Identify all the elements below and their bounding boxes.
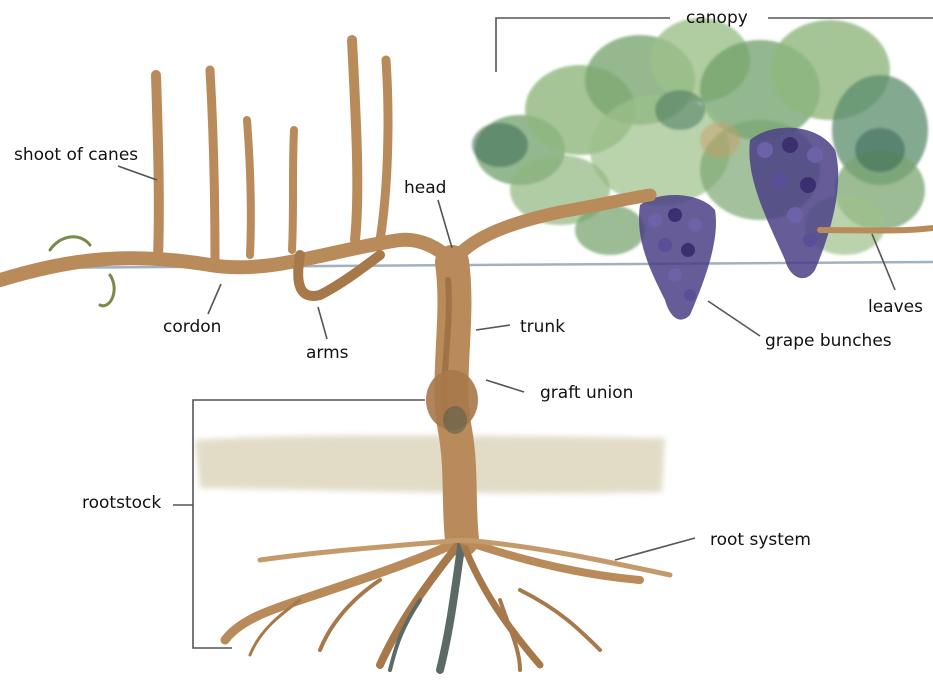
soil-band bbox=[195, 435, 665, 493]
label-arms: arms bbox=[306, 343, 349, 363]
label-head: head bbox=[404, 178, 446, 198]
label-trunk: trunk bbox=[520, 317, 565, 337]
label-graft-union: graft union bbox=[540, 383, 633, 403]
label-cordon: cordon bbox=[163, 317, 221, 337]
grape-bunch-right bbox=[749, 128, 838, 279]
root-system-leader bbox=[615, 538, 695, 560]
label-leaves: leaves bbox=[868, 297, 923, 317]
cordon-leader bbox=[208, 284, 221, 314]
label-rootstock: rootstock bbox=[82, 493, 161, 513]
trunk-leader bbox=[476, 325, 510, 330]
shoot-of-canes-leader bbox=[118, 166, 157, 180]
label-root-system: root system bbox=[710, 530, 811, 550]
label-shoot-of-canes: shoot of canes bbox=[14, 145, 138, 165]
label-grape-bunches: grape bunches bbox=[765, 331, 892, 351]
arms-leader bbox=[318, 307, 327, 339]
graft-union-leader bbox=[486, 380, 524, 392]
root-system-drawing bbox=[225, 540, 670, 670]
grape-bunch-left bbox=[639, 195, 716, 320]
label-canopy: canopy bbox=[686, 8, 748, 28]
head-leader bbox=[438, 200, 452, 248]
grape-bunches-leader bbox=[708, 301, 760, 336]
